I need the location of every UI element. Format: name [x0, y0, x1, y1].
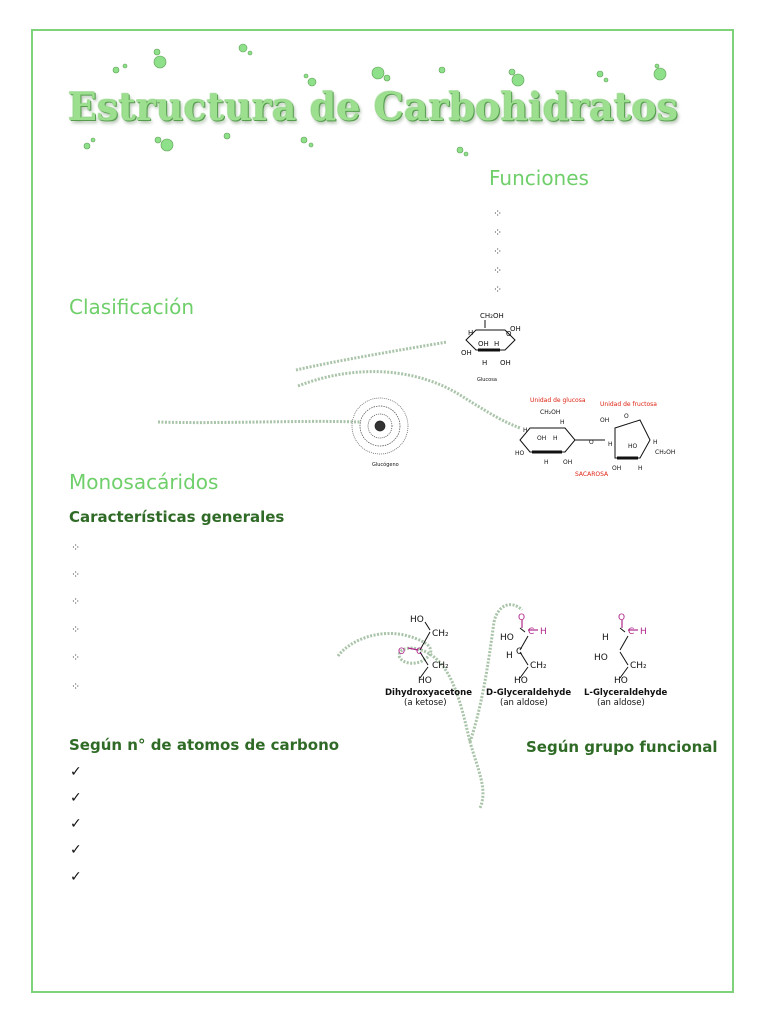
glycogen-label: Glucógeno	[372, 461, 399, 468]
svg-text:C: C	[628, 627, 634, 637]
svg-text:HO: HO	[614, 676, 628, 686]
bullet-funciones-4: ⁘	[493, 264, 503, 277]
heading-clasificacion: Clasificación	[69, 295, 195, 319]
svg-text:O: O	[398, 647, 405, 657]
bullet-caracteristicas-5: ⁘	[71, 651, 81, 664]
bullet-caracteristicas-6: ⁘	[71, 680, 81, 693]
svg-text:C: C	[516, 647, 522, 657]
svg-text:CH₂: CH₂	[432, 629, 449, 639]
bullet-caracteristicas-3: ⁘	[71, 595, 81, 608]
svg-text:O: O	[589, 439, 594, 446]
svg-text:HO: HO	[628, 443, 638, 450]
bullet-funciones-5: ⁘	[493, 283, 503, 296]
bullet-funciones-2: ⁘	[493, 226, 503, 239]
sucrose-glucose-unit: Unidad de glucosa	[530, 397, 586, 404]
mono-2-name: D-Glyceraldehyde	[486, 688, 571, 698]
svg-text:O: O	[506, 330, 512, 338]
svg-text:O: O	[618, 613, 625, 623]
svg-text:HO: HO	[410, 615, 424, 625]
svg-text:O: O	[518, 613, 525, 623]
svg-text:H: H	[544, 459, 549, 466]
svg-text:OH: OH	[510, 325, 521, 333]
svg-text:HO: HO	[594, 653, 608, 663]
page-title: Estructura de Carbohidratos	[68, 84, 679, 129]
svg-text:HO: HO	[500, 633, 514, 643]
svg-text:H: H	[560, 419, 565, 426]
mono-1-name: Dihydroxyacetone	[385, 688, 472, 698]
svg-text:H: H	[506, 651, 513, 661]
heading-segun-carbono: Según n° de atomos de carbono	[69, 736, 340, 754]
svg-text:OH: OH	[500, 359, 511, 367]
mono-2-type: (an aldose)	[500, 698, 548, 708]
svg-text:H: H	[640, 627, 647, 637]
bullet-funciones-3: ⁘	[493, 245, 503, 258]
svg-text:H: H	[553, 435, 558, 442]
svg-text:H: H	[468, 329, 473, 337]
svg-text:OH: OH	[563, 459, 572, 466]
svg-text:CH₂: CH₂	[432, 661, 449, 671]
svg-text:H: H	[482, 359, 487, 367]
svg-text:CH₂OH: CH₂OH	[655, 449, 675, 456]
svg-text:OH: OH	[478, 340, 489, 348]
check-item-1: ✓	[70, 764, 82, 780]
glucose-ch2oh-label: CH₂OH	[480, 312, 504, 320]
check-item-5: ✓	[70, 869, 82, 885]
check-item-3: ✓	[70, 816, 82, 832]
bullet-caracteristicas-1: ⁘	[71, 541, 81, 554]
sucrose-fructose-unit: Unidad de fructosa	[600, 401, 657, 408]
sucrose-label: SACAROSA	[575, 471, 609, 478]
svg-text:OH: OH	[461, 349, 472, 357]
check-item-4: ✓	[70, 842, 82, 858]
svg-text:H: H	[494, 340, 499, 348]
svg-text:OH: OH	[612, 465, 621, 472]
svg-text:H: H	[608, 441, 613, 448]
bullet-funciones-1: ⁘	[493, 207, 503, 220]
mono-3-name: L-Glyceraldehyde	[584, 688, 668, 698]
bullet-caracteristicas-2: ⁘	[71, 568, 81, 581]
svg-text:CH₂: CH₂	[630, 661, 647, 671]
svg-text:HO: HO	[418, 676, 432, 686]
svg-text:C: C	[416, 647, 422, 657]
bullet-caracteristicas-4: ⁘	[71, 623, 81, 636]
svg-text:H: H	[638, 465, 643, 472]
page-border	[31, 29, 734, 993]
svg-text:OH: OH	[537, 435, 546, 442]
heading-monosacaridos: Monosacáridos	[69, 470, 219, 494]
svg-text:CH₂OH: CH₂OH	[540, 409, 560, 416]
svg-text:H: H	[540, 627, 547, 637]
svg-text:H: H	[653, 439, 658, 446]
heading-segun-grupo: Según grupo funcional	[526, 738, 718, 756]
svg-text:C: C	[528, 627, 534, 637]
svg-text:O: O	[624, 413, 629, 420]
svg-text:HO: HO	[515, 450, 525, 457]
svg-text:H: H	[602, 633, 609, 643]
svg-text:HO: HO	[514, 676, 528, 686]
svg-text:H: H	[523, 427, 528, 434]
glucose-label: Glucosa	[477, 377, 497, 383]
svg-text:CH₂: CH₂	[530, 661, 547, 671]
mono-3-type: (an aldose)	[597, 698, 645, 708]
mono-1-type: (a ketose)	[404, 698, 447, 708]
heading-caracteristicas: Características generales	[69, 508, 285, 526]
svg-text:OH: OH	[600, 417, 609, 424]
heading-funciones: Funciones	[489, 166, 589, 190]
check-item-2: ✓	[70, 790, 82, 806]
